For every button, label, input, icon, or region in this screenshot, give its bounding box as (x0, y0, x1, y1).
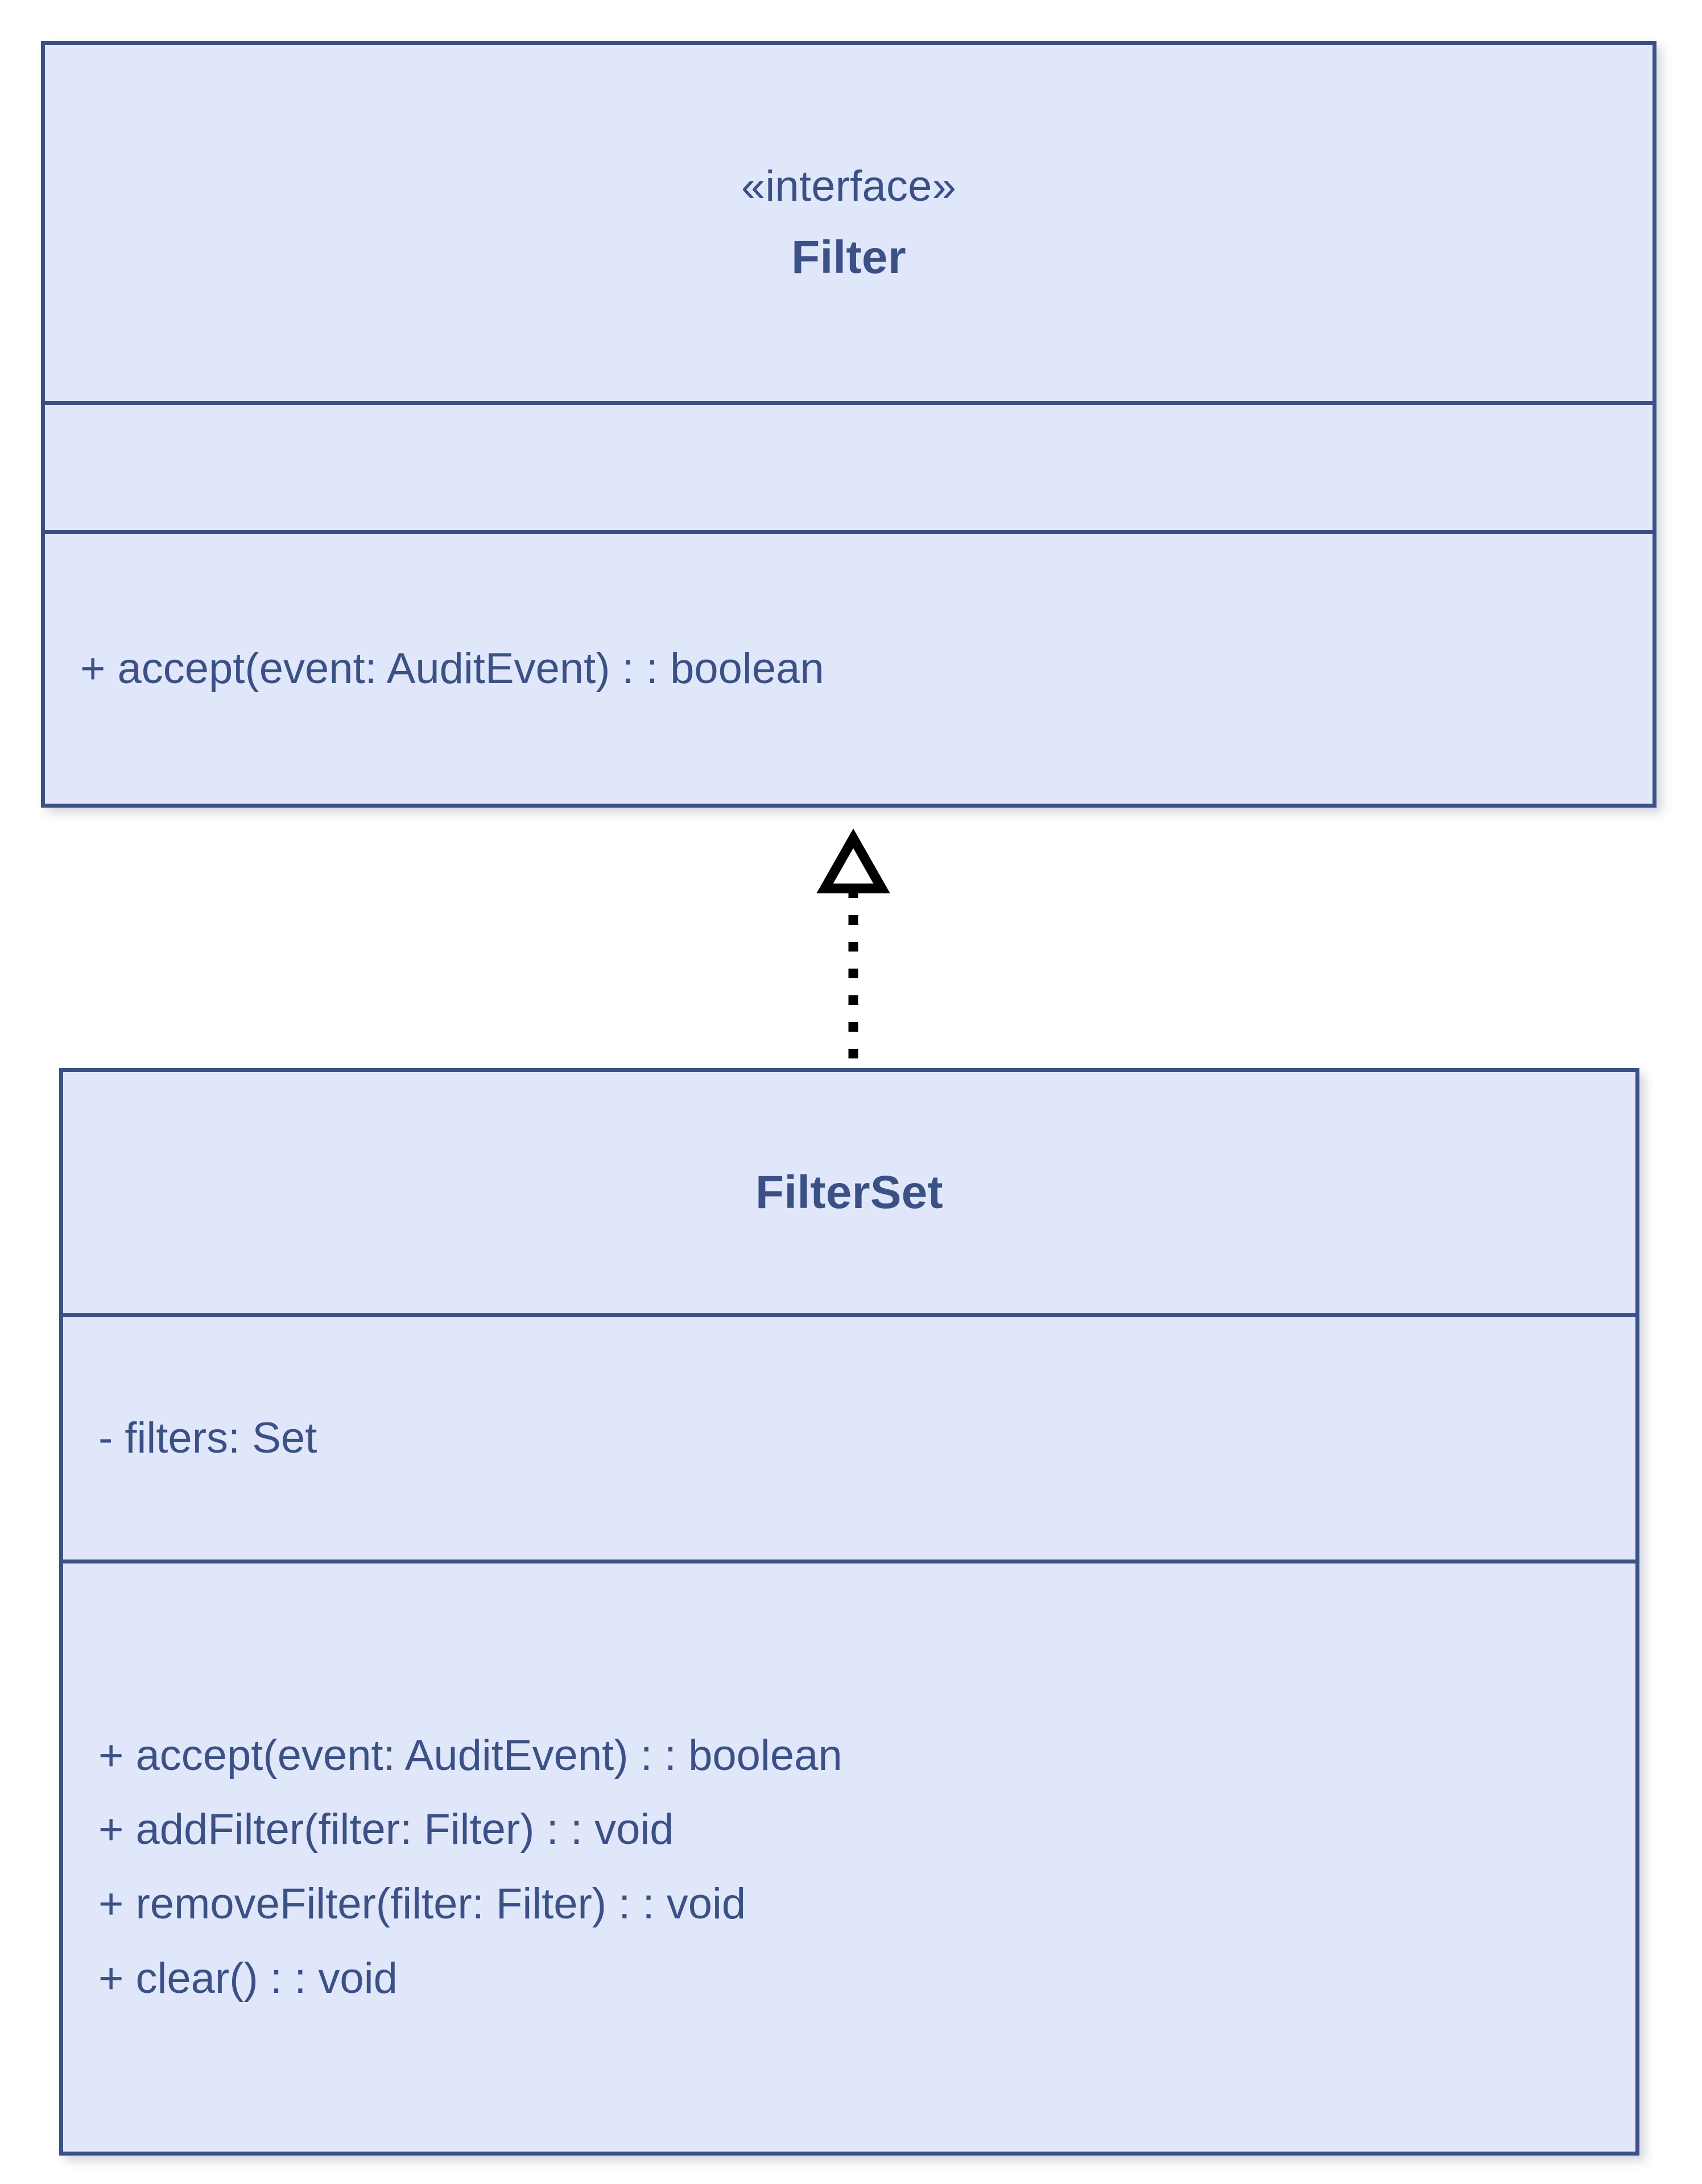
class-name-filterset: FilterSet (755, 1166, 943, 1218)
class-stereotype-filter: «interface» (741, 162, 957, 211)
class-operation: + clear() : : void (98, 1954, 398, 2003)
class-operations-filterset: + accept(event: AuditEvent) : : boolean … (63, 1560, 1635, 2152)
class-header-filter: «interface» Filter (45, 45, 1653, 401)
class-operations-filter: + accept(event: AuditEvent) : : boolean (45, 530, 1653, 804)
class-attributes-filterset: - filters: Set (63, 1313, 1635, 1560)
class-operation: + accept(event: AuditEvent) : : boolean (80, 644, 824, 693)
class-header-filterset: FilterSet (63, 1072, 1635, 1313)
class-name-filter: Filter (791, 231, 906, 283)
uml-class-filterset[interactable]: FilterSet - filters: Set + accept(event:… (59, 1068, 1639, 2156)
uml-class-filter[interactable]: «interface» Filter + accept(event: Audit… (41, 41, 1656, 808)
class-operation: + addFilter(filter: Filter) : : void (98, 1805, 674, 1854)
realization-connector-svg (816, 828, 890, 1068)
hollow-triangle-arrowhead-icon (816, 828, 890, 894)
class-operation: + accept(event: AuditEvent) : : boolean (98, 1731, 842, 1780)
class-attribute: - filters: Set (98, 1413, 317, 1462)
realization-filterset-to-filter (816, 828, 890, 1070)
class-attributes-filter (45, 401, 1653, 530)
class-operation: + removeFilter(filter: Filter) : : void (98, 1880, 746, 1928)
